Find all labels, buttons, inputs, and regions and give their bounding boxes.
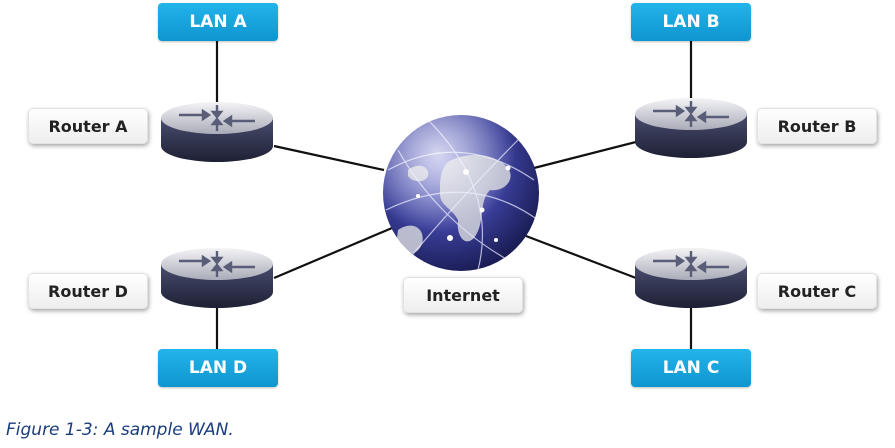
link-router-b-internet [533, 140, 637, 170]
internet-globe-icon [383, 115, 539, 271]
router-c-label: Router C [777, 281, 857, 301]
router-b-icon [635, 98, 747, 158]
router-d-label: Router D [48, 281, 128, 301]
link-router-c-internet [525, 234, 637, 280]
internet-label-box: Internet [403, 277, 523, 313]
lan-b-box: LAN B [631, 3, 751, 41]
router-b-label-box: Router B [757, 108, 877, 144]
router-c-icon [635, 248, 747, 308]
link-router-d-internet [273, 226, 393, 280]
lan-d-label: LAN D [188, 358, 248, 378]
router-d-label-box: Router D [28, 273, 148, 309]
router-b-label: Router B [777, 116, 857, 136]
internet-label: Internet [426, 285, 500, 305]
lan-b-label: LAN B [662, 12, 720, 32]
lan-d-box: LAN D [158, 349, 278, 387]
link-router-a-internet [273, 144, 385, 172]
router-a-label-box: Router A [28, 108, 148, 144]
router-d-icon [161, 248, 273, 308]
router-a-icon [161, 102, 273, 162]
lan-a-box: LAN A [158, 3, 278, 41]
router-a-label: Router A [48, 116, 128, 136]
router-c-label-box: Router C [757, 273, 877, 309]
lan-c-label: LAN C [662, 358, 720, 378]
figure-caption: Figure 1-3: A sample WAN. [6, 420, 234, 440]
lan-c-box: LAN C [631, 349, 751, 387]
lan-a-label: LAN A [189, 12, 247, 32]
